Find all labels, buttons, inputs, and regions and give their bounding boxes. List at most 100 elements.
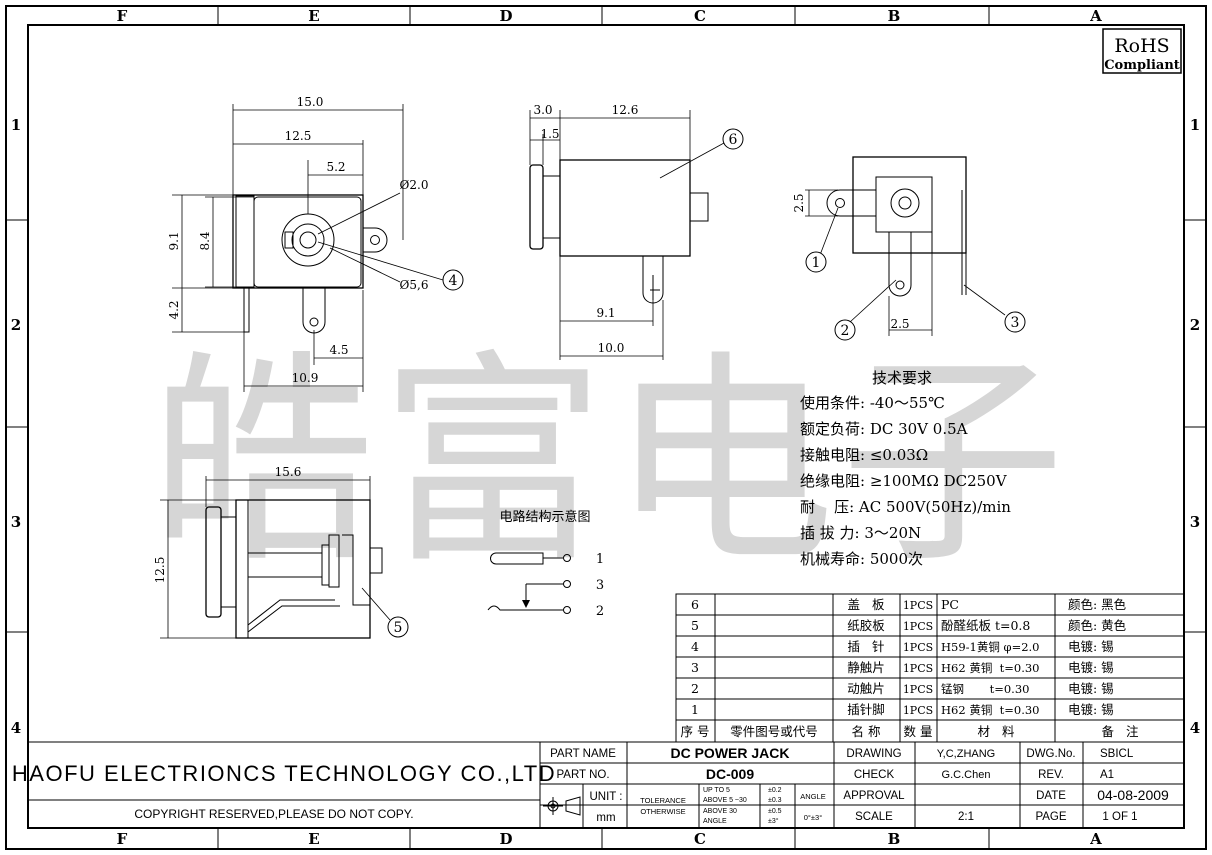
side-view bbox=[529, 110, 725, 360]
technical-specs: 技术要求 使用条件: -40～55℃ 额定负荷: DC 30V 0.5A 接触电… bbox=[800, 369, 1011, 568]
dim-3-0: 3.0 bbox=[533, 103, 552, 117]
date-label: DATE bbox=[1036, 790, 1066, 802]
col-label-b-top: B bbox=[888, 7, 901, 25]
balloon-6-label: 6 bbox=[729, 132, 738, 148]
spec-line: 额定负荷: DC 30V 0.5A bbox=[800, 420, 968, 438]
row-label-4-right: 4 bbox=[1190, 719, 1200, 737]
row-label-2-right: 2 bbox=[1190, 316, 1200, 334]
bom-cell-note: 颜色: 黄色 bbox=[1068, 618, 1127, 633]
balloon-3-label: 3 bbox=[1011, 315, 1020, 331]
bom-cell-note: 电镀: 锡 bbox=[1068, 639, 1114, 654]
bom-header-name: 名 称 bbox=[852, 724, 881, 739]
unit-label: UNIT : bbox=[589, 791, 622, 803]
bom-cell-name: 插针脚 bbox=[847, 702, 885, 717]
circuit-pin-2: 2 bbox=[596, 604, 604, 619]
back-view-dims: 2.5 2.5 bbox=[792, 193, 910, 331]
circuit-pin-1: 1 bbox=[596, 552, 604, 567]
tol-range-1: UP TO 5 bbox=[703, 787, 730, 794]
check-value: G.C.Chen bbox=[942, 769, 991, 781]
dim-12-5-vert: 12.5 bbox=[153, 557, 167, 584]
dim-10-0: 10.0 bbox=[598, 341, 625, 355]
balloon-5-label: 5 bbox=[394, 620, 403, 636]
bom-row: 1 插针脚 1PCS H62 黄铜 t=0.30 电镀: 锡 bbox=[691, 702, 1114, 717]
scale-value: 2:1 bbox=[958, 811, 974, 823]
tol-range-3: ABOVE 30 bbox=[703, 808, 737, 815]
copyright-notice: COPYRIGHT RESERVED,PLEASE DO NOT COPY. bbox=[134, 807, 413, 821]
part-no: DC-009 bbox=[706, 766, 754, 782]
bom-header: 序 号 零件图号或代号 名 称 数 量 材 料 备 注 bbox=[681, 724, 1139, 739]
bom-cell-name: 纸胶板 bbox=[847, 618, 885, 633]
bom-cell-no: 3 bbox=[691, 660, 699, 675]
bom-header-code: 零件图号或代号 bbox=[730, 724, 818, 739]
dim-1-5: 1.5 bbox=[540, 127, 559, 141]
bom-row: 2 动触片 1PCS 锰钢 t=0.30 电镀: 锡 bbox=[691, 681, 1114, 696]
bom-cell-no: 5 bbox=[691, 618, 699, 633]
bottom-view-dims: 15.6 12.5 bbox=[153, 465, 301, 583]
balloon-2: 2 bbox=[834, 319, 856, 341]
dim-4-2: 4.2 bbox=[167, 300, 181, 319]
tol-value-3: ±0.5 bbox=[768, 808, 782, 815]
bom-cell-qty: 1PCS bbox=[903, 641, 933, 654]
bom-row: 4 插 针 1PCS H59-1黄铜 φ=2.0 电镀: 锡 bbox=[691, 639, 1114, 654]
back-view bbox=[805, 156, 1006, 336]
bom-header-no: 序 号 bbox=[681, 724, 710, 739]
bom-row: 5 纸胶板 1PCS 酚醛纸板 t=0.8 颜色: 黄色 bbox=[691, 618, 1127, 633]
otherwise-label: OTHERWISE bbox=[640, 807, 685, 816]
tol-value-2: ±0.3 bbox=[768, 797, 782, 804]
balloon-5: 5 bbox=[387, 616, 409, 638]
bom-cell-qty: 1PCS bbox=[903, 620, 933, 633]
col-label-d-bottom: D bbox=[499, 830, 512, 848]
circuit-title: 电路结构示意图 bbox=[499, 509, 590, 525]
bom-cell-note: 电镀: 锡 bbox=[1068, 702, 1114, 717]
dim-2-5-horiz: 2.5 bbox=[890, 317, 909, 331]
bom-header-material: 材 料 bbox=[978, 724, 1015, 739]
col-label-f-bottom: F bbox=[117, 830, 128, 848]
bom-cell-name: 盖 板 bbox=[848, 597, 885, 612]
dim-9-1: 9.1 bbox=[167, 231, 181, 250]
front-view bbox=[172, 104, 444, 392]
row-label-4-left: 4 bbox=[11, 719, 21, 737]
rev-value: A1 bbox=[1100, 769, 1114, 781]
front-view-dims: 15.0 12.5 5.2 Ø2.0 9.1 8.4 Ø5,6 4.2 4.5 … bbox=[167, 95, 428, 385]
circuit-diagram: 电路结构示意图 1 3 2 bbox=[487, 509, 604, 619]
watermark-logo: 皓富电子 bbox=[150, 332, 1070, 594]
dwg-no-value: SBICL bbox=[1100, 748, 1134, 760]
page-value: 1 OF 1 bbox=[1102, 811, 1137, 823]
grid-row-labels: 1 2 3 4 1 2 3 4 bbox=[11, 116, 1200, 737]
angle-value: 0°±3° bbox=[804, 813, 822, 822]
bom-cell-note: 电镀: 锡 bbox=[1068, 681, 1114, 696]
dim-9-1-side: 9.1 bbox=[596, 306, 615, 320]
col-label-e-bottom: E bbox=[308, 830, 319, 848]
col-label-a-bottom: A bbox=[1089, 830, 1102, 848]
col-label-e-top: E bbox=[308, 7, 319, 25]
check-label: CHECK bbox=[854, 769, 895, 781]
side-view-dims: 3.0 12.6 1.5 9.1 10.0 bbox=[533, 103, 638, 355]
bom-cell-no: 6 bbox=[691, 597, 699, 612]
drawing-value: Y,C,ZHANG bbox=[937, 748, 995, 760]
bom-cell-no: 2 bbox=[691, 681, 699, 696]
balloon-1-label: 1 bbox=[812, 255, 821, 271]
bom-cell-no: 1 bbox=[691, 702, 699, 717]
dim-12-6: 12.6 bbox=[612, 103, 639, 117]
bom-cell-material: H59-1黄铜 φ=2.0 bbox=[941, 640, 1040, 654]
date-value: 04-08-2009 bbox=[1097, 787, 1169, 803]
bom-row: 6 盖 板 1PCS PC 颜色: 黑色 bbox=[691, 597, 1127, 612]
bom-cell-qty: 1PCS bbox=[903, 662, 933, 675]
bom-cell-name: 静触片 bbox=[847, 660, 885, 675]
bom-cell-name: 插 针 bbox=[848, 639, 885, 654]
row-label-3-right: 3 bbox=[1190, 513, 1200, 531]
part-name-label: PART NAME bbox=[550, 748, 616, 760]
bom-cell-note: 电镀: 锡 bbox=[1068, 660, 1114, 675]
part-name: DC POWER JACK bbox=[670, 745, 789, 761]
bom-row: 3 静触片 1PCS H62 黄铜 t=0.30 电镀: 锡 bbox=[691, 660, 1114, 675]
row-label-1-right: 1 bbox=[1190, 116, 1200, 134]
bom-cell-qty: 1PCS bbox=[903, 599, 933, 612]
bom-cell-material: H62 黄铜 t=0.30 bbox=[941, 661, 1040, 675]
circuit-pin-3: 3 bbox=[596, 578, 604, 593]
dim-dia-5-6: Ø5,6 bbox=[400, 278, 429, 292]
scale-label: SCALE bbox=[855, 811, 893, 823]
bom-cell-material: 锰钢 t=0.30 bbox=[941, 682, 1029, 696]
part-no-label: PART NO. bbox=[556, 769, 609, 781]
unit-value: mm bbox=[596, 812, 615, 824]
bottom-view bbox=[160, 476, 391, 639]
